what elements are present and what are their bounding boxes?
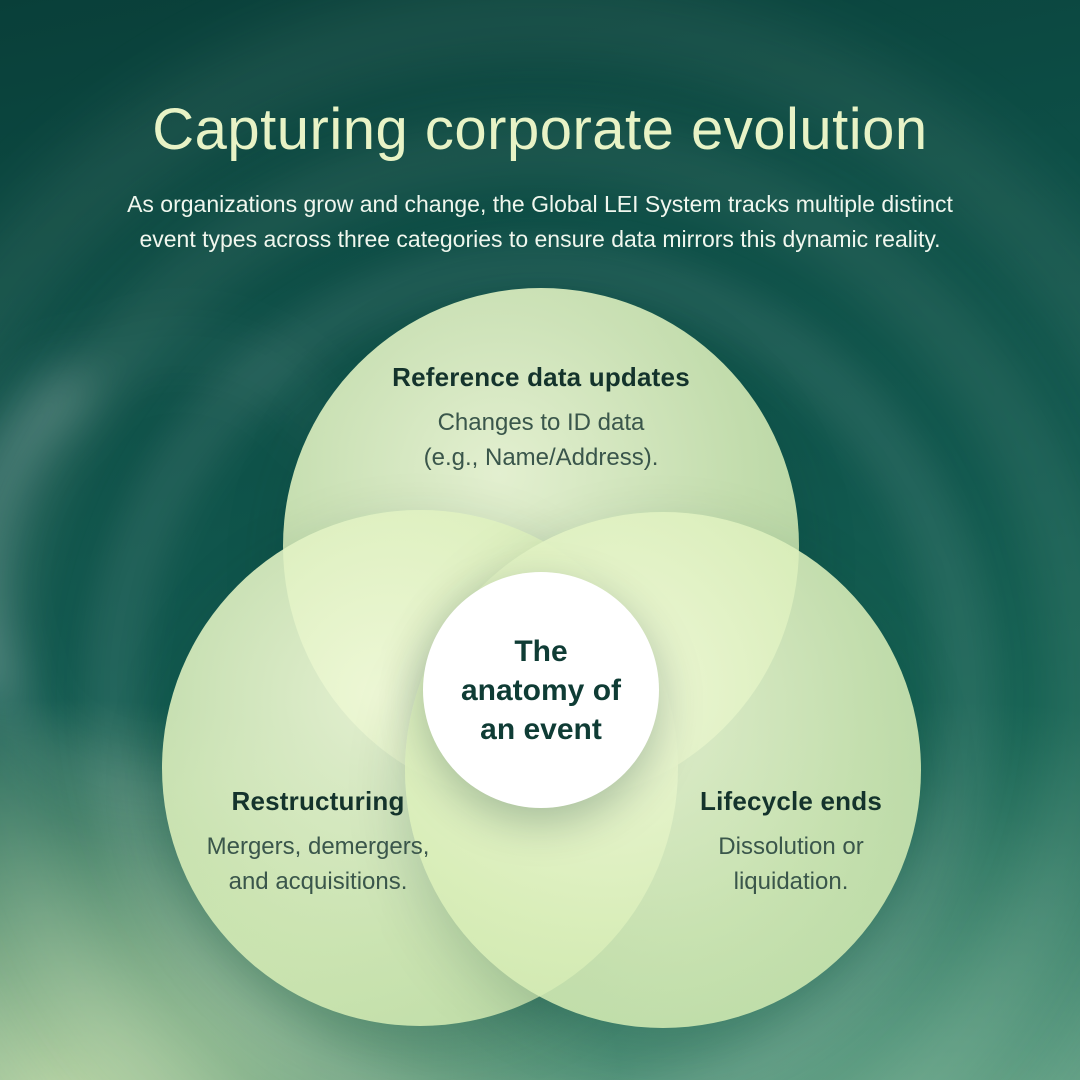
node-title-restructuring: Restructuring <box>231 786 405 816</box>
node-desc-line-1: Dissolution or <box>718 833 864 860</box>
node-lifecycle-ends: Lifecycle ends Dissolution or liquidatio… <box>591 786 991 899</box>
center-line-2: anatomy of <box>460 673 622 707</box>
node-title-lifecycle-ends: Lifecycle ends <box>700 786 882 816</box>
subtitle-line-2: event types across three categories to e… <box>139 226 941 252</box>
header: Capturing corporate evolution As organiz… <box>0 0 1080 257</box>
node-desc-lifecycle-ends: Dissolution or liquidation. <box>591 829 991 899</box>
node-desc-line-2: liquidation. <box>733 868 849 895</box>
node-desc-restructuring: Mergers, demergers, and acquisitions. <box>118 829 518 899</box>
subtitle-line-1: As organizations grow and change, the Gl… <box>127 191 953 217</box>
node-restructuring: Restructuring Mergers, demergers, and ac… <box>118 786 518 899</box>
node-reference-data-updates: Reference data updates Changes to ID dat… <box>291 362 791 475</box>
node-desc-line-2: and acquisitions. <box>228 868 408 895</box>
node-desc-line-2: (e.g., Name/Address). <box>423 444 659 471</box>
center-line-1: The <box>514 634 568 668</box>
node-desc-line-1: Mergers, demergers, <box>206 833 430 860</box>
page-subtitle: As organizations grow and change, the Gl… <box>0 187 1080 257</box>
page-title: Capturing corporate evolution <box>152 97 928 162</box>
center-circle: The anatomy of an event <box>423 572 659 808</box>
center-line-3: an event <box>480 712 602 746</box>
node-desc-reference-data-updates: Changes to ID data (e.g., Name/Address). <box>291 405 791 475</box>
node-desc-line-1: Changes to ID data <box>437 409 645 436</box>
center-label: The anatomy of an event <box>461 632 621 749</box>
node-title-reference-data-updates: Reference data updates <box>392 362 690 392</box>
